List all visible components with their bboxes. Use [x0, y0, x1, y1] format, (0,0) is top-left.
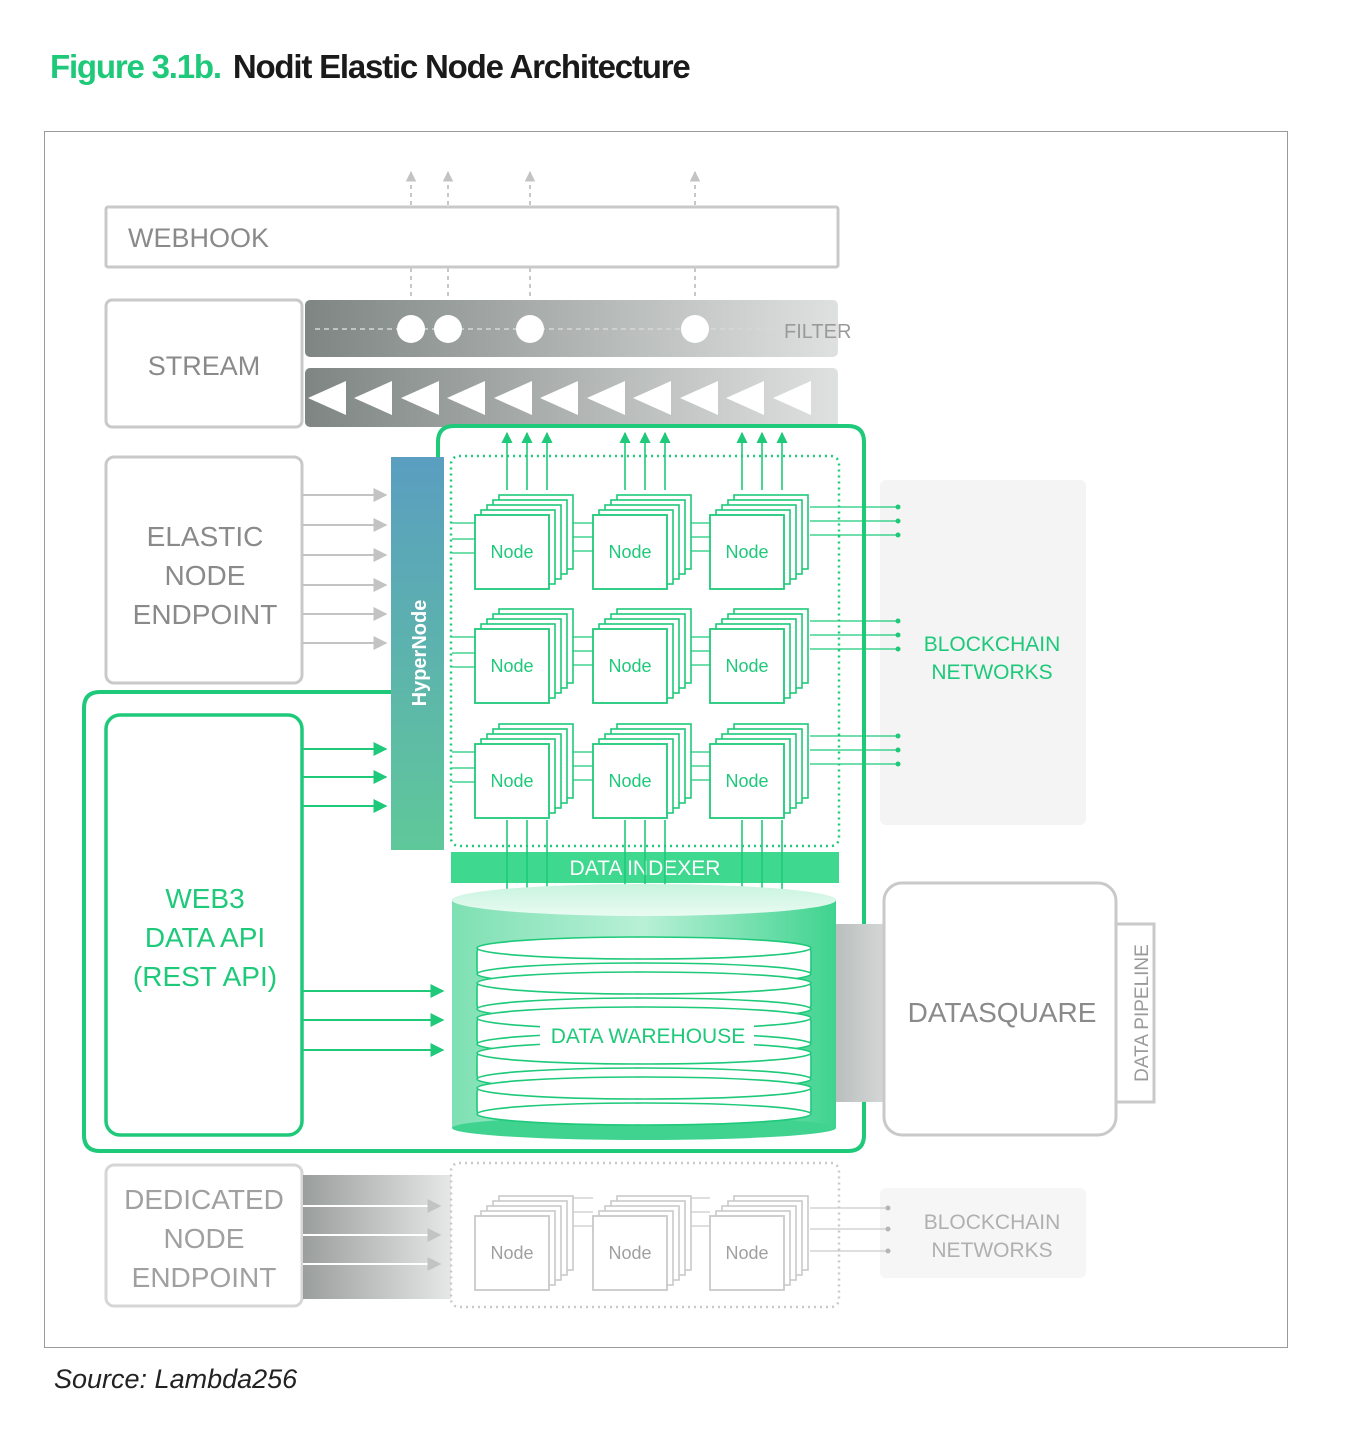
elastic-node-6: Node [474, 723, 574, 819]
elastic-endpoint-line2: NODE [165, 560, 246, 591]
dedicated-node-label-1: Node [608, 1243, 651, 1263]
figure-number: Figure 3.1b. [50, 48, 222, 85]
node-to-blockchain-lines [810, 504, 901, 767]
web3-line2: DATA API [145, 922, 265, 953]
elastic-node-label-7: Node [608, 771, 651, 791]
web3-to-warehouse-arrows [303, 984, 445, 1057]
elastic-node-7: Node [592, 723, 692, 819]
elastic-endpoint-line3: ENDPOINT [133, 599, 278, 630]
datasquare-label: DATASQUARE [908, 997, 1097, 1028]
blockchain-networks-line2: NETWORKS [931, 661, 1052, 684]
elastic-node-label-3: Node [490, 656, 533, 676]
elastic-node-label-6: Node [490, 771, 533, 791]
dedicated-endpoint-line3: ENDPOINT [132, 1262, 277, 1293]
dedicated-node-cluster-box [449, 1161, 841, 1309]
filter-dots [397, 315, 709, 343]
stream-label: STREAM [148, 351, 261, 381]
elastic-node-4: Node [592, 608, 692, 704]
dedicated-arrows [303, 1199, 442, 1271]
elastic-node-label-8: Node [725, 771, 768, 791]
web3-line1: WEB3 [165, 883, 244, 914]
pipeline-connector [835, 924, 885, 1102]
data-pipeline-strip [1114, 922, 1156, 1104]
elastic-node-endpoint-box [104, 455, 304, 685]
figure-source: Source: Lambda256 [54, 1364, 298, 1394]
web3-to-hypernode-arrows [303, 742, 388, 813]
dedicated-blockchain-panel [880, 1188, 1086, 1278]
dedicated-node-1: Node [592, 1195, 692, 1291]
elastic-node-label-2: Node [725, 542, 768, 562]
data-pipeline-label: DATA PIPELINE [1132, 944, 1153, 1082]
stream-queue-arrows [308, 381, 811, 415]
elastic-node-label-0: Node [490, 542, 533, 562]
figure-name: Nodit Elastic Node Architecture [232, 48, 691, 85]
dedicated-node-label-0: Node [490, 1243, 533, 1263]
elastic-node-label-5: Node [725, 656, 768, 676]
data-warehouse-label: DATA WAREHOUSE [551, 1025, 745, 1048]
elastic-endpoint-arrows [303, 488, 388, 650]
dedicated-node-endpoint-box [104, 1163, 304, 1308]
filter-label: FILTER [784, 321, 851, 343]
dedicated-blockchain-line1: BLOCKCHAIN [924, 1211, 1061, 1234]
web3-data-api-box [104, 713, 304, 1137]
dedicated-node-label-2: Node [725, 1243, 768, 1263]
dedicated-endpoint-line1: DEDICATED [124, 1184, 284, 1215]
elastic-node-outline [82, 424, 866, 1153]
elastic-node-5: Node [709, 608, 809, 704]
dedicated-node-row: Node Node Node [474, 1195, 809, 1291]
elastic-node-label-4: Node [608, 656, 651, 676]
data-warehouse-cylinder [452, 884, 836, 1140]
dedicated-node-2: Node [709, 1195, 809, 1291]
elastic-node-0: Node [474, 494, 574, 590]
figure-title: Figure 3.1b. Nodit Elastic Node Architect… [50, 48, 691, 86]
stream-box [104, 298, 304, 429]
elastic-node-2: Node [709, 494, 809, 590]
dedicated-connector [303, 1175, 451, 1299]
hypernode-bar [391, 457, 444, 850]
webhook-label: WEBHOOK [128, 223, 269, 253]
blockchain-networks-line1: BLOCKCHAIN [924, 633, 1061, 656]
dedicated-blockchain-line2: NETWORKS [931, 1239, 1052, 1262]
dedicated-endpoint-line2: NODE [164, 1223, 245, 1254]
web3-line3: (REST API) [133, 961, 277, 992]
dedicated-to-blockchain-lines [810, 1205, 891, 1254]
elastic-node-label-1: Node [608, 542, 651, 562]
blockchain-networks-panel [880, 480, 1086, 825]
diagram-frame [44, 131, 1288, 1348]
elastic-node-1: Node [592, 494, 692, 590]
elastic-node-3: Node [474, 608, 574, 704]
elastic-node-8: Node [709, 723, 809, 819]
webhook-box [104, 205, 840, 269]
elastic-endpoint-line1: ELASTIC [147, 521, 264, 552]
dedicated-node-0: Node [474, 1195, 574, 1291]
hypernode-label: HyperNode [409, 600, 431, 707]
